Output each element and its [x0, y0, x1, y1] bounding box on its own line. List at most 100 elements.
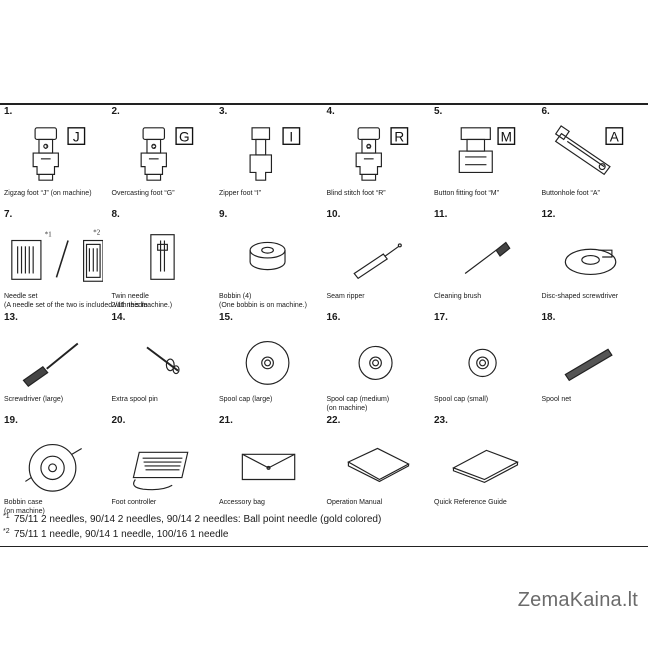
item-number: 10. [326, 209, 341, 220]
accessory-item: 11. Cleaning brush [430, 208, 537, 311]
item-caption: Seam ripper [327, 292, 532, 301]
item-number: 2. [111, 106, 120, 117]
spool-cap-large-icon [221, 325, 318, 395]
item-caption: Bobbin case (on machine) [4, 498, 209, 516]
caption-line: Seam ripper [326, 293, 365, 300]
accessory-item: 10. Seam ripper [323, 208, 430, 311]
item-caption: Spool cap (medium)(on machine) [327, 395, 532, 413]
item-caption: Foot controller [112, 498, 317, 507]
caption-line: Twin needle [111, 293, 149, 300]
item-caption: Operation Manual [327, 498, 532, 507]
footnotes: *1 75/11 2 needles, 90/14 2 needles, 90/… [0, 512, 648, 542]
svg-text:J: J [73, 129, 80, 144]
svg-text:I: I [289, 129, 293, 144]
caption-line: Spool net [541, 396, 572, 403]
caption-line: Operation Manual [326, 499, 383, 506]
item-number: 9. [219, 209, 228, 220]
item-number: 11. [434, 209, 448, 220]
accessory-item: 14. Extra spool pin [108, 311, 215, 414]
zipper-foot-icon: I [221, 119, 318, 189]
svg-text:G: G [151, 145, 156, 151]
caption-line: Foot controller [111, 499, 157, 506]
spool-pin-icon [114, 325, 211, 395]
spool-cap-small-icon [436, 325, 533, 395]
needle-set-icon: *1*2 [6, 222, 103, 292]
item-number: 15. [219, 312, 233, 323]
item-number: 16. [326, 312, 341, 323]
accessory-item: 3. I Zipper foot “I” [215, 105, 322, 208]
caption-line: Bobbin (4) [219, 293, 252, 300]
accessory-item: 15.Spool cap (large) [215, 311, 322, 414]
item-number: 12. [541, 209, 556, 220]
twin-needle-icon [114, 222, 211, 292]
spool-net-icon [544, 325, 641, 395]
accessory-item: 19. Bobbin case (on machine) [0, 414, 107, 517]
accessory-item: 16.Spool cap (medium)(on machine) [323, 311, 430, 414]
item-caption: Accessory bag [219, 498, 424, 507]
caption-line: Blind stitch foot “R” [326, 190, 386, 197]
item-caption: Zipper foot “I” [219, 189, 424, 198]
buttonhole-foot-icon: A [544, 119, 641, 189]
caption-line: Zigzag foot “J” (on machine) [4, 190, 92, 197]
item-number: 13. [4, 312, 18, 323]
item-number: 21. [219, 415, 233, 426]
item-caption: Overcasting foot “G” [112, 189, 317, 198]
item-number: 5. [434, 106, 443, 117]
footnote-mark: *1 [3, 513, 10, 520]
caption-line: Accessory bag [219, 499, 265, 506]
item-caption: Zigzag foot “J” (on machine) [4, 189, 209, 198]
item-number: 14. [111, 312, 126, 323]
caption-line: (One bobbin is on machine.) [219, 302, 307, 309]
caption-line: Disc-shaped screwdriver [541, 293, 619, 300]
item-number: 3. [219, 106, 228, 117]
caption-line: Screwdriver (large) [4, 396, 64, 403]
caption-line: Cleaning brush [434, 293, 482, 300]
caption-line: Buttonhole foot “A” [541, 190, 600, 197]
item-number: 23. [434, 415, 448, 426]
item-number: 20. [111, 415, 126, 426]
caption-line: Quick Reference Guide [434, 499, 507, 506]
footnote-text: 75/11 2 needles, 90/14 2 needles, 90/14 … [14, 514, 382, 525]
item-number: 6. [541, 106, 550, 117]
footnote-mark: *2 [3, 528, 10, 535]
caption-line: Zipper foot “I” [219, 190, 262, 197]
svg-text:R: R [394, 129, 404, 144]
seam-ripper-icon [329, 222, 426, 292]
item-caption: Disc-shaped screwdriver [542, 292, 648, 301]
footnote-2: *2 75/11 1 needle, 90/14 1 needle, 100/1… [0, 527, 648, 542]
disc-screwdriver-icon [544, 222, 641, 292]
watermark: ZemaKaina.lt [517, 589, 638, 611]
screwdriver-icon [6, 325, 103, 395]
accessory-item: 13. Screwdriver (large) [0, 311, 107, 414]
quick-reference-guide-icon [436, 428, 533, 498]
item-number: 1. [4, 106, 13, 117]
caption-line: (on machine) [4, 508, 45, 515]
accessory-item: 17. Spool cap (small) [430, 311, 537, 414]
item-number: 19. [4, 415, 18, 426]
caption-line: Bobbin case [4, 499, 43, 506]
operation-manual-icon [329, 428, 426, 498]
bobbin-case-icon [6, 428, 103, 498]
item-number: 17. [434, 312, 448, 323]
spool-cap-medium-icon [329, 325, 426, 395]
svg-text:*2: *2 [93, 230, 100, 237]
item-caption: Extra spool pin [112, 395, 317, 404]
accessory-item: 22.Operation Manual [323, 414, 430, 517]
caption-line: Extra spool pin [111, 396, 158, 403]
caption-line: Needle set [4, 293, 38, 300]
caption-line: (A needle set of the two is included wit… [4, 302, 173, 309]
item-number: 18. [541, 312, 556, 323]
caption-line: 2/11 needle [111, 302, 148, 309]
caption-line: Spool cap (small) [434, 396, 489, 403]
item-caption: Blind stitch foot “R” [327, 189, 532, 198]
